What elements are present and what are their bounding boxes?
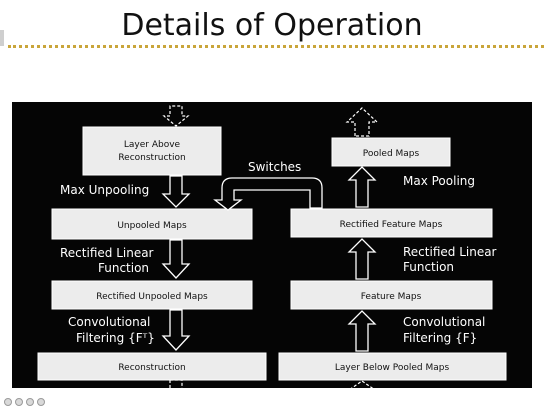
rect-linear-left-1: Rectified Linear	[60, 246, 154, 260]
unpooled-maps-label: Unpooled Maps	[117, 221, 187, 231]
pooled-maps-box	[331, 137, 451, 167]
conv-left-1: Convolutional	[68, 315, 150, 329]
arrow-down-unpool	[161, 175, 191, 208]
dashed-arrow-out-top-right	[345, 107, 379, 137]
layer-above-box	[82, 126, 222, 176]
arrow-up-relu-right	[347, 238, 377, 280]
title-rule	[8, 45, 544, 48]
next-slide-icon[interactable]	[37, 398, 45, 406]
rectified-unpooled-maps-box	[51, 280, 253, 310]
feature-maps-box	[290, 280, 493, 310]
switches-connector	[213, 177, 323, 211]
rectified-unpooled-maps-label: Rectified Unpooled Maps	[96, 292, 208, 302]
rect-linear-right-2: Function	[403, 260, 454, 274]
reconstruction-label: Reconstruction	[118, 363, 185, 373]
feature-maps-label: Feature Maps	[361, 292, 422, 302]
layer-above-label-2: Reconstruction	[118, 153, 185, 163]
conv-right-2: Filtering {F}	[403, 331, 477, 345]
layer-below-label: Layer Below Pooled Maps	[335, 363, 450, 373]
slide-nav-toolbar	[4, 398, 64, 406]
dashed-arrow-in-top-left	[162, 105, 190, 127]
reconstruction-box	[37, 352, 267, 381]
conv-right-1: Convolutional	[403, 315, 485, 329]
pooled-maps-label: Pooled Maps	[363, 149, 420, 159]
arrow-up-pool	[347, 166, 377, 208]
max-unpooling-label: Max Unpooling	[60, 183, 149, 197]
layer-below-box	[278, 352, 507, 381]
pen-tool-icon[interactable]	[15, 398, 23, 406]
rect-linear-left-2: Function	[98, 261, 149, 275]
switches-label: Switches	[248, 160, 301, 174]
rectified-feature-maps-label: Rectified Feature Maps	[340, 220, 443, 230]
unpooled-maps-box	[51, 208, 253, 240]
slide-title: Details of Operation	[121, 8, 423, 43]
arrow-down-conv-left	[161, 309, 191, 351]
conv-left-2: Filtering {Fᵀ}	[76, 331, 155, 345]
arrow-down-relu-left	[161, 239, 191, 279]
left-edge-marker	[0, 30, 4, 46]
layer-above-label-1: Layer Above	[124, 140, 181, 150]
rectified-feature-maps-box	[290, 208, 493, 238]
dashed-arrow-out-bottom-left	[162, 379, 190, 399]
max-pooling-label: Max Pooling	[403, 174, 475, 188]
slide-menu-icon[interactable]	[26, 398, 34, 406]
dashed-arrow-in-bottom-right	[347, 380, 377, 399]
previous-slide-icon[interactable]	[4, 398, 12, 406]
arrow-up-conv-right	[347, 310, 377, 352]
rect-linear-right-1: Rectified Linear	[403, 245, 497, 259]
